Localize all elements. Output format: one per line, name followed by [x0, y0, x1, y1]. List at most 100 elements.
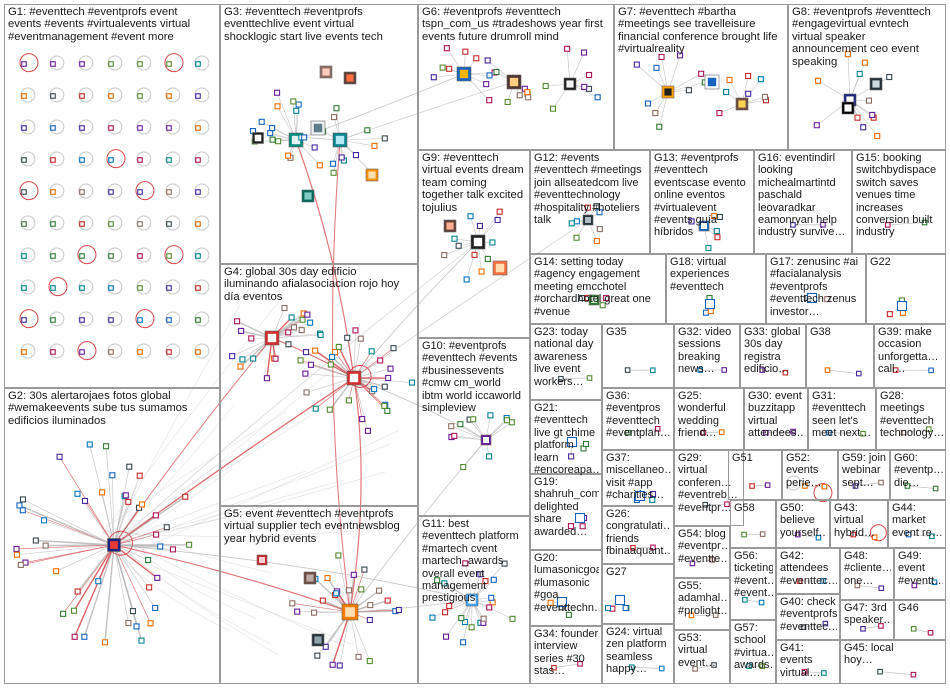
node [285, 152, 292, 159]
group-panel-g17: G17: zenusinc #ai #facialanalysis #event… [766, 254, 866, 324]
node [345, 397, 352, 404]
self-loop [78, 311, 94, 327]
hub-node [704, 298, 716, 310]
self-loop [107, 343, 123, 359]
node [269, 125, 276, 132]
group-panel-g12: G12: #events #eventtech #meetings join a… [530, 150, 650, 254]
node [892, 367, 899, 373]
self-loop [49, 87, 65, 103]
isolated-node [195, 157, 201, 163]
node [852, 483, 859, 489]
self-loop [165, 279, 181, 295]
node [145, 556, 152, 564]
node [311, 609, 318, 616]
isolated-node [137, 125, 143, 131]
isolated-node [166, 157, 172, 163]
isolated-node [21, 253, 27, 259]
node [800, 624, 807, 630]
node [126, 463, 133, 470]
node [726, 76, 733, 84]
group-label: G15: booking switchbydispace switch save… [856, 152, 937, 239]
group-panel-g6: G6: #eventprofs #eventtech tspn_com_us #… [418, 4, 614, 150]
group-label: G18: virtual experiences #eventtech [670, 256, 730, 293]
node [711, 212, 718, 219]
node [478, 268, 485, 275]
hub-node [574, 512, 586, 524]
self-loop [135, 309, 155, 329]
node [327, 361, 334, 368]
edge [914, 581, 935, 586]
edge [84, 500, 115, 546]
profile-image-node [252, 132, 264, 144]
node [463, 276, 470, 283]
node [462, 48, 469, 55]
node [702, 501, 708, 508]
node [581, 83, 588, 90]
node [355, 653, 362, 660]
isolated-node [21, 61, 27, 67]
group-panel-g56: G56: ticketing #event… #event… [730, 548, 776, 620]
node [565, 611, 572, 618]
self-loop [194, 215, 210, 231]
node [275, 138, 282, 145]
self-loop [164, 245, 184, 265]
self-loop [165, 215, 181, 231]
node [152, 604, 159, 611]
self-loop [107, 311, 123, 327]
node [586, 71, 593, 79]
edge [862, 625, 881, 630]
group-label: G6: #eventprofs #eventtech tspn_com_us #… [422, 6, 603, 43]
group-panel-g60: G60: #eventp… die… [890, 450, 946, 500]
node [822, 620, 829, 627]
group-label: G35 [606, 326, 627, 338]
group-panel-g25: G25: wonderful wedding friend… [674, 388, 744, 450]
self-loop [194, 55, 210, 71]
edge [112, 405, 234, 541]
isolated-node [137, 221, 143, 227]
group-label: G2: 30s alertarojaes fotos global #wemak… [8, 390, 188, 427]
node [709, 557, 716, 563]
node [757, 76, 764, 83]
self-loop [136, 119, 152, 135]
node [238, 327, 245, 334]
isolated-node [79, 93, 85, 99]
node [328, 353, 336, 360]
isolated-node [79, 189, 85, 195]
node [290, 98, 297, 105]
profile-image-node [365, 168, 379, 182]
node [70, 607, 78, 614]
group-panel-g19: G19: shahruh_com delighted share awarded… [530, 474, 602, 550]
self-loop [194, 119, 210, 135]
node [53, 568, 60, 575]
node [312, 405, 319, 412]
node [596, 209, 603, 216]
isolated-node [21, 317, 27, 323]
node [928, 367, 934, 374]
isolated-node [50, 349, 56, 355]
self-loop [165, 87, 181, 103]
node [237, 363, 244, 370]
node [558, 375, 564, 382]
self-loop [869, 524, 887, 542]
group-panel-g32: G32: video sessions breaking news… [674, 324, 740, 388]
edge [113, 544, 161, 548]
group-panel-g54: G54: blog #eventpr… #eventte… [674, 526, 730, 578]
group-label: G44: market event re… [892, 502, 943, 539]
group-panel-g14: G14: setting today #agency engagement me… [530, 254, 666, 324]
group-label: G16: eventindirl looking michealmartintd… [758, 152, 846, 239]
self-loop [786, 475, 802, 491]
isolated-node [108, 221, 114, 227]
node [430, 74, 437, 81]
node [476, 222, 484, 229]
node [524, 89, 531, 96]
node [759, 663, 765, 670]
self-loop [20, 279, 36, 295]
node [457, 421, 464, 428]
node [109, 472, 116, 479]
hub-node [465, 593, 479, 607]
node [455, 242, 462, 249]
group-label: G50: believe yourself… [780, 502, 827, 539]
node [911, 582, 918, 589]
node [596, 226, 603, 233]
node [186, 541, 193, 548]
